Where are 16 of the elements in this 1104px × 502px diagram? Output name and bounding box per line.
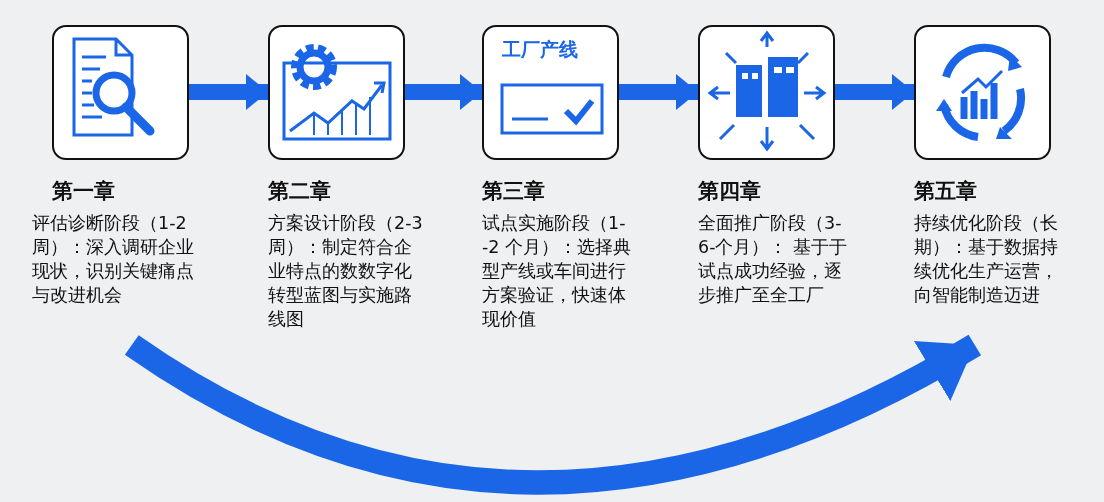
stage-description: 评估诊断阶段（1-2周）：深入调研企业现状，识别关键痛点与改进机会: [32, 212, 195, 307]
arrow: [189, 74, 268, 110]
arrow: [619, 74, 698, 110]
chapter-heading: 第三章: [482, 178, 545, 205]
curved-arrow: [125, 334, 981, 495]
arrow: [835, 74, 914, 110]
stage-description: 试点实施阶段（1--2 个月）：选择典型产线或车间进行方案验证，快速体现价值: [482, 212, 632, 331]
chapter-heading: 第二章: [268, 178, 331, 205]
arrow: [405, 74, 482, 110]
chapter-heading: 第四章: [698, 178, 761, 205]
chapter-heading: 第一章: [52, 178, 115, 205]
stage-description: 持续优化阶段（长期）：基于数据持续优化生产运营，向智能制造迈进: [914, 212, 1059, 307]
stage-description: 全面推广阶段（3-6-个月）： 基于于试点成功经验，逐步推广至全工厂: [698, 212, 848, 307]
stage-description: 方案设计阶段（2-3周）：制定符合企业特点的数数字化转型蓝图与实施路线图: [268, 212, 424, 331]
chapter-heading: 第五章: [914, 178, 977, 205]
panel-title: 工厂产线: [502, 37, 578, 62]
